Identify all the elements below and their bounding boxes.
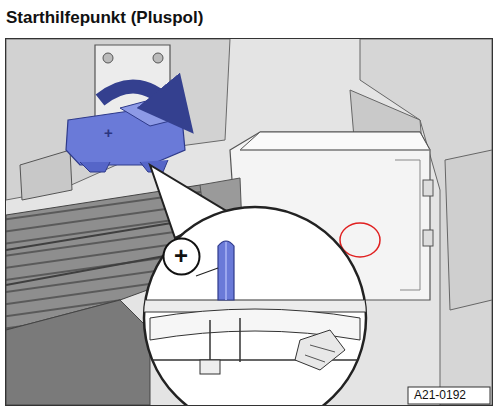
circle-outline (163, 238, 199, 274)
polarity-sign: + (174, 244, 188, 268)
positive-pin (218, 241, 234, 300)
figure-code: A21-0192 (414, 388, 466, 402)
highlight-circle (340, 223, 380, 257)
page-title: Starthilfepunkt (Pluspol) (6, 8, 203, 28)
symbol-circle: + (162, 237, 201, 276)
flip-arrow (100, 87, 176, 112)
cover-plus-mark: + (104, 124, 113, 142)
